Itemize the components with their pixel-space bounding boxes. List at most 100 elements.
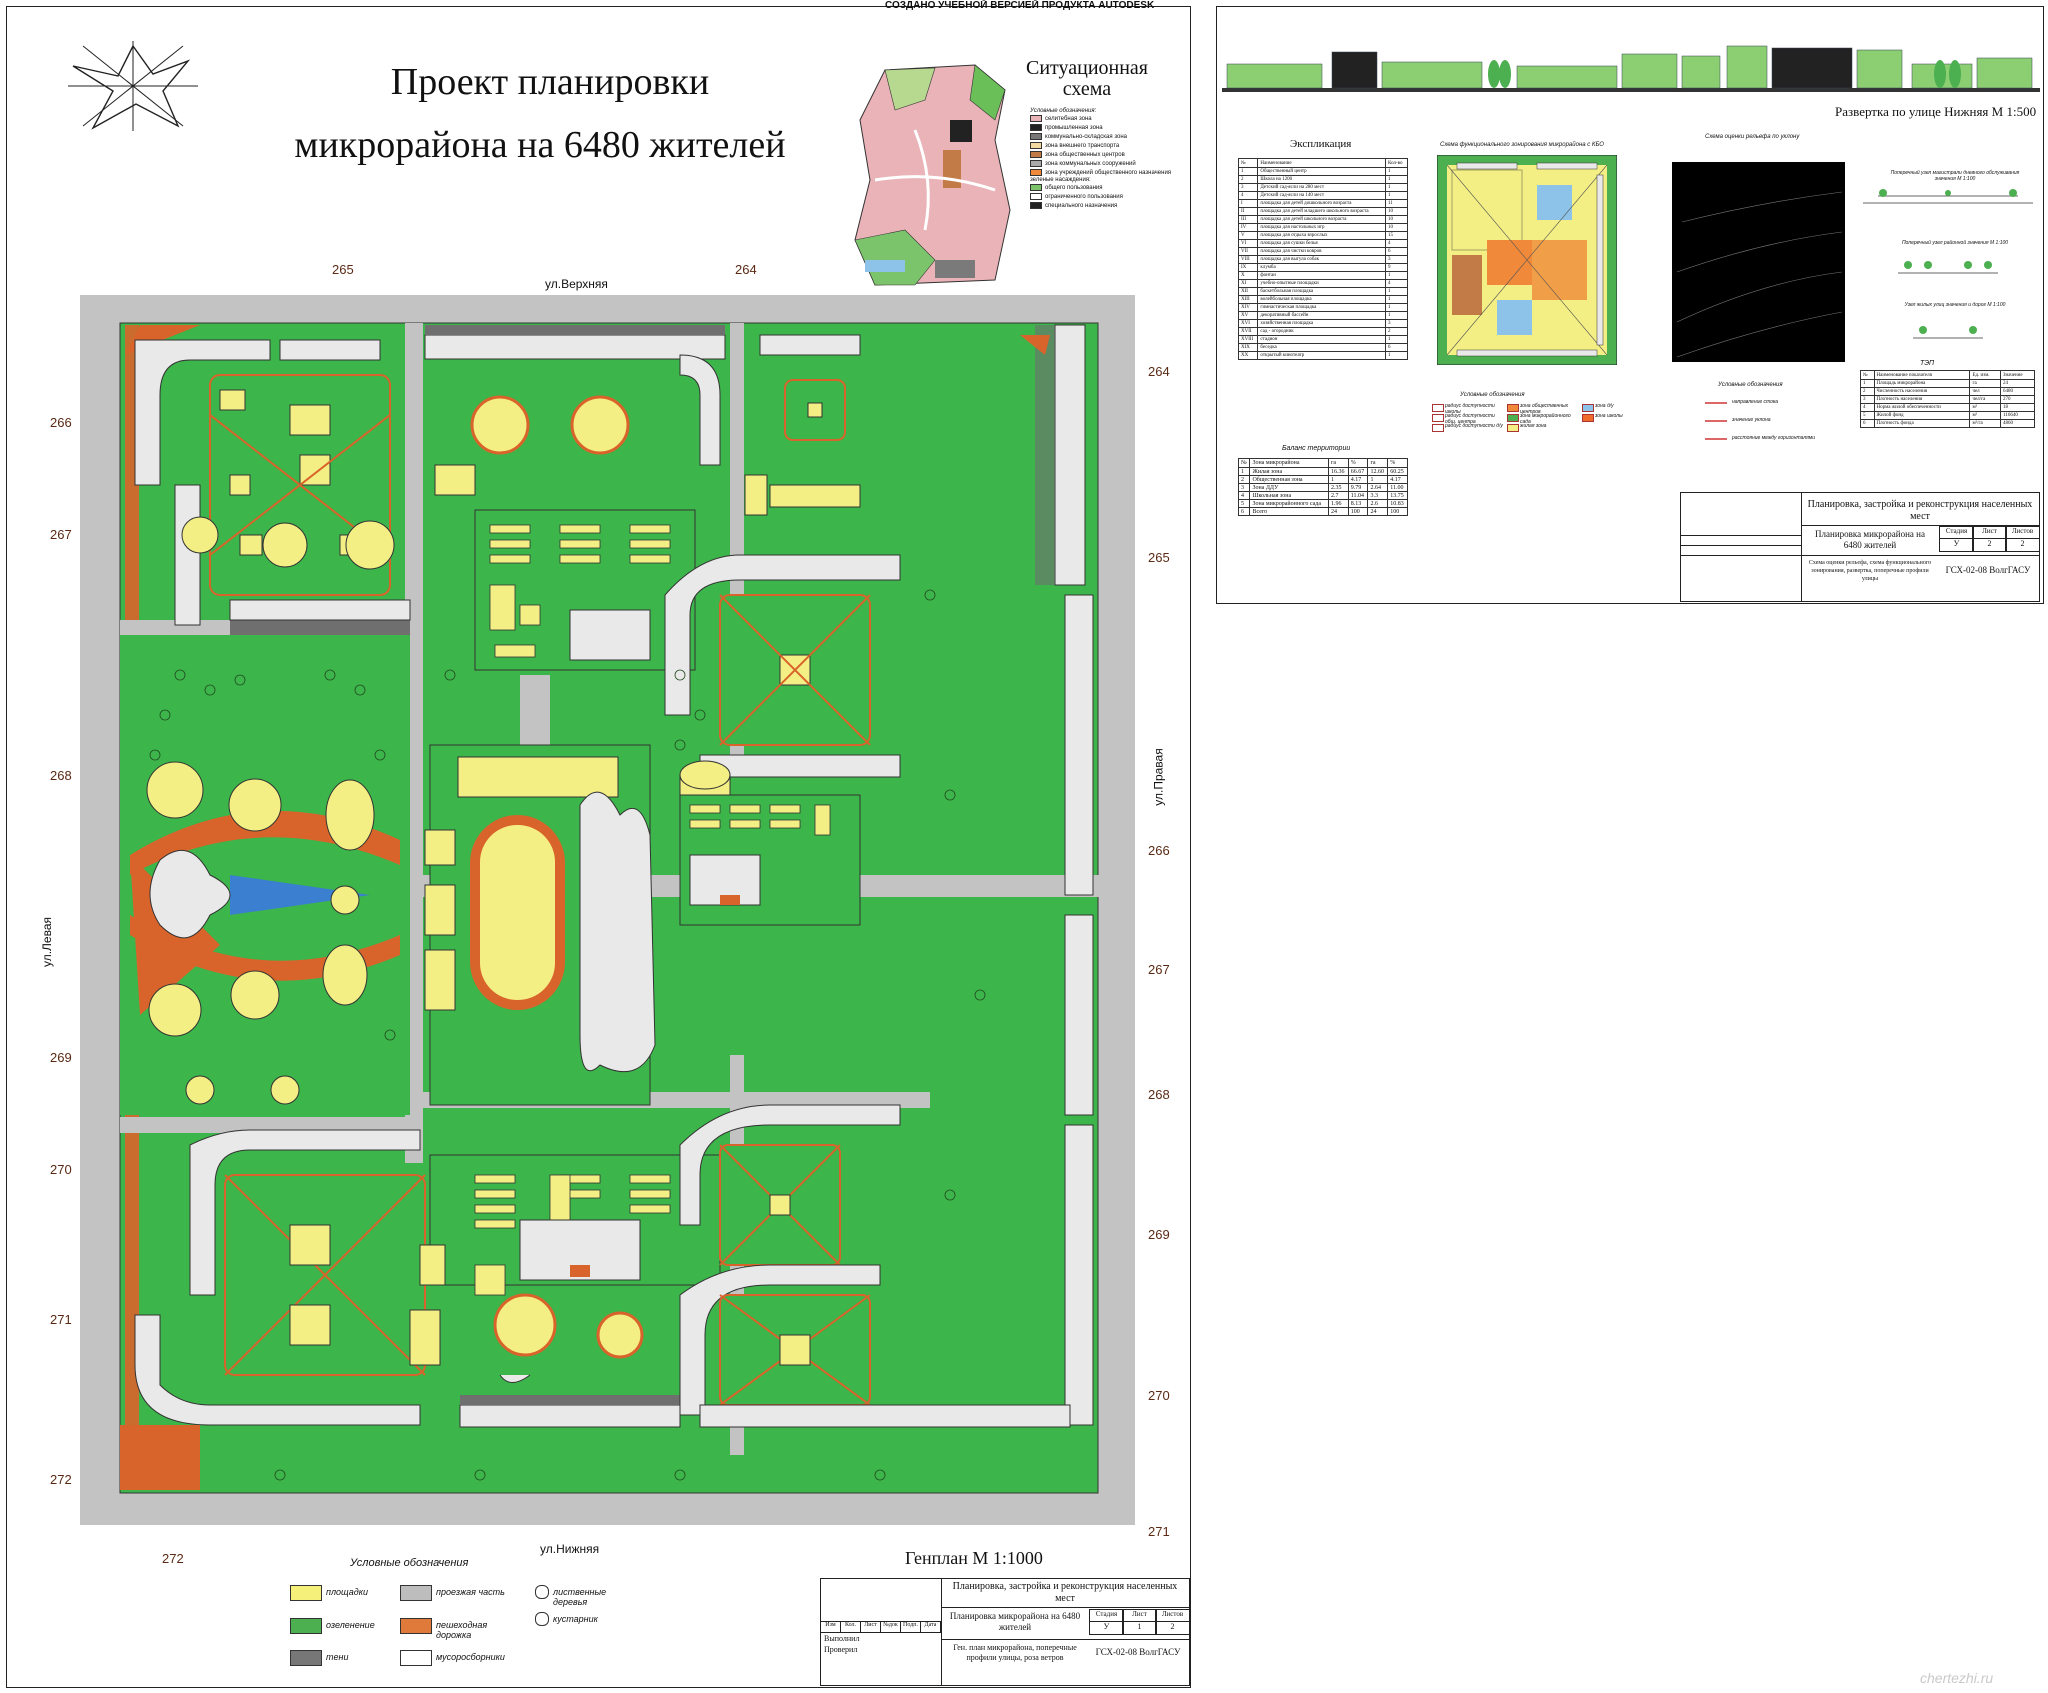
razvertka-strip <box>1222 45 2040 92</box>
zoning-title: Схема функционального зонирования микрор… <box>1440 142 1604 148</box>
table-cell: площадка для детей дошкольного возраста <box>1257 199 1386 208</box>
zoning-legend-label: зона микрорайонного сада <box>1520 413 1571 425</box>
table-cell: 4 <box>1384 279 1409 288</box>
table-cell: 2 <box>1237 475 1251 484</box>
genplan-caption: Генплан М 1:1000 <box>905 1548 1043 1568</box>
table-cell: 60.25 <box>1387 467 1408 476</box>
table-cell: 1 <box>1384 175 1409 184</box>
table-cell: 2.6 <box>1367 499 1389 508</box>
table-cell: II <box>1237 207 1259 216</box>
legend-swatch <box>290 1650 322 1666</box>
table-cell: Норма жилой обеспеченности <box>1873 403 1971 412</box>
table-cell: 100 <box>1387 507 1408 516</box>
block-bottom-right <box>679 1104 1094 1428</box>
zoning-legend-swatch <box>1507 424 1519 432</box>
street-right-label: ул.Правая <box>1151 748 1166 806</box>
situation-legend-swatch <box>1030 169 1042 176</box>
legend-label: мусоросборники <box>436 1652 505 1662</box>
table-cell: 3 <box>1860 395 1875 404</box>
zoning-legend-label: жилая зона <box>1520 423 1547 429</box>
table-cell: Детский сад-ясли на 280 мест <box>1257 183 1386 192</box>
table-cell: Плотность населения <box>1873 395 1971 404</box>
table-cell: 12.60 <box>1367 467 1389 476</box>
situation-legend-label: коммунально-складская зона <box>1045 133 1127 140</box>
table-cell: 24 <box>2000 379 2035 388</box>
zoning-legend-label: зона д/у <box>1595 403 1614 409</box>
table-cell: Общественная зона <box>1249 475 1329 484</box>
table-cell: 4860 <box>2000 419 2035 428</box>
situation-legend-swatch <box>1030 160 1042 167</box>
relief-legend-label: расстояние между горизонталями <box>1732 435 1815 441</box>
table-cell: 4 <box>1237 491 1251 500</box>
stamp-left-name: Планировка микрорайона на 6480 жителей <box>949 1611 1081 1632</box>
table-header-cell: % <box>1387 458 1408 468</box>
elev-right-7: 270 <box>1148 1388 1170 1403</box>
table-cell: 270 <box>2000 395 2035 404</box>
table-cell: волейбольная площадка <box>1257 295 1386 304</box>
zoning-legend-swatch <box>1507 414 1519 422</box>
table-cell: 16.36 <box>1327 467 1349 476</box>
situation-legend-item: зона учреждений общественного назначения <box>1030 168 1180 177</box>
elev-left-4: 269 <box>50 1050 72 1065</box>
situation-legend-item: коммунально-складская зона <box>1030 132 1180 141</box>
profile-title-2: Поперечный узел районной значения М 1:10… <box>1901 240 2009 246</box>
table-cell: чел <box>1969 387 2002 396</box>
elev-left-6: 271 <box>50 1312 72 1327</box>
stamp-stage-val: 2 <box>1972 538 2007 552</box>
situation-legend-label: общего пользования <box>1045 184 1103 191</box>
table-cell: 4 <box>1384 239 1409 248</box>
zoning-legend-label: радиус доступности общ. центра <box>1445 413 1495 425</box>
school-stadium <box>424 744 731 1106</box>
table-cell: VI <box>1237 239 1259 248</box>
situation-legend-swatch <box>1030 202 1042 209</box>
stamp-stage-val: 2 <box>2005 538 2040 552</box>
table-header-cell: № <box>1860 370 1875 380</box>
table-cell: площадка для сушки белья <box>1257 239 1386 248</box>
situation-legend-label: зона общественных центров <box>1045 151 1125 158</box>
table-cell: IX <box>1237 263 1259 272</box>
stamp-right: Планировка, застройка и реконструкция на… <box>1680 492 2040 602</box>
elev-right-6: 269 <box>1148 1227 1170 1242</box>
table-cell: 24 <box>1327 507 1349 516</box>
table-cell: Детский сад-ясли на 140 мест <box>1257 191 1386 200</box>
stamp-col: Изм <box>821 1622 841 1632</box>
table-cell: 100 <box>1347 507 1369 516</box>
table-header-cell: га <box>1367 458 1389 468</box>
stamp-right-desc: Схема оценки рельефа, схема функциональн… <box>1808 560 1932 582</box>
table-cell: 4 <box>1237 191 1259 200</box>
street-bottom-label: ул.Нижняя <box>540 1542 600 1556</box>
table-cell: Всего <box>1249 507 1329 516</box>
table-cell: га <box>1969 379 2002 388</box>
table-cell: XX <box>1237 351 1259 360</box>
table-cell: м²/га <box>1969 419 2002 428</box>
situation-legend-label: специального назначения <box>1045 202 1118 209</box>
situation-legend-label: зона внешнего транспорта <box>1045 142 1120 149</box>
stamp-left-row-1: Выполнил <box>824 1634 860 1643</box>
table-cell: 6480 <box>2000 387 2035 396</box>
table-cell: 5 <box>1237 499 1251 508</box>
stamp-stage-val: У <box>1089 1621 1124 1635</box>
situation-legend-item: селитебная зона <box>1030 114 1180 123</box>
table-cell: 3 <box>1237 483 1251 492</box>
legend-swatch <box>290 1618 322 1634</box>
table-cell: 1 <box>1384 351 1409 360</box>
table-cell: XIII <box>1237 295 1259 304</box>
zoning-legend-swatch <box>1507 404 1519 412</box>
block-top-right <box>679 324 1086 586</box>
table-cell: площадка для детей младшего школьного во… <box>1257 207 1386 216</box>
situation-legend-item: специального назначения <box>1030 201 1180 210</box>
zoning-legend-label: зона общественных центров <box>1520 403 1569 415</box>
zoning-legend-swatch <box>1432 404 1444 412</box>
